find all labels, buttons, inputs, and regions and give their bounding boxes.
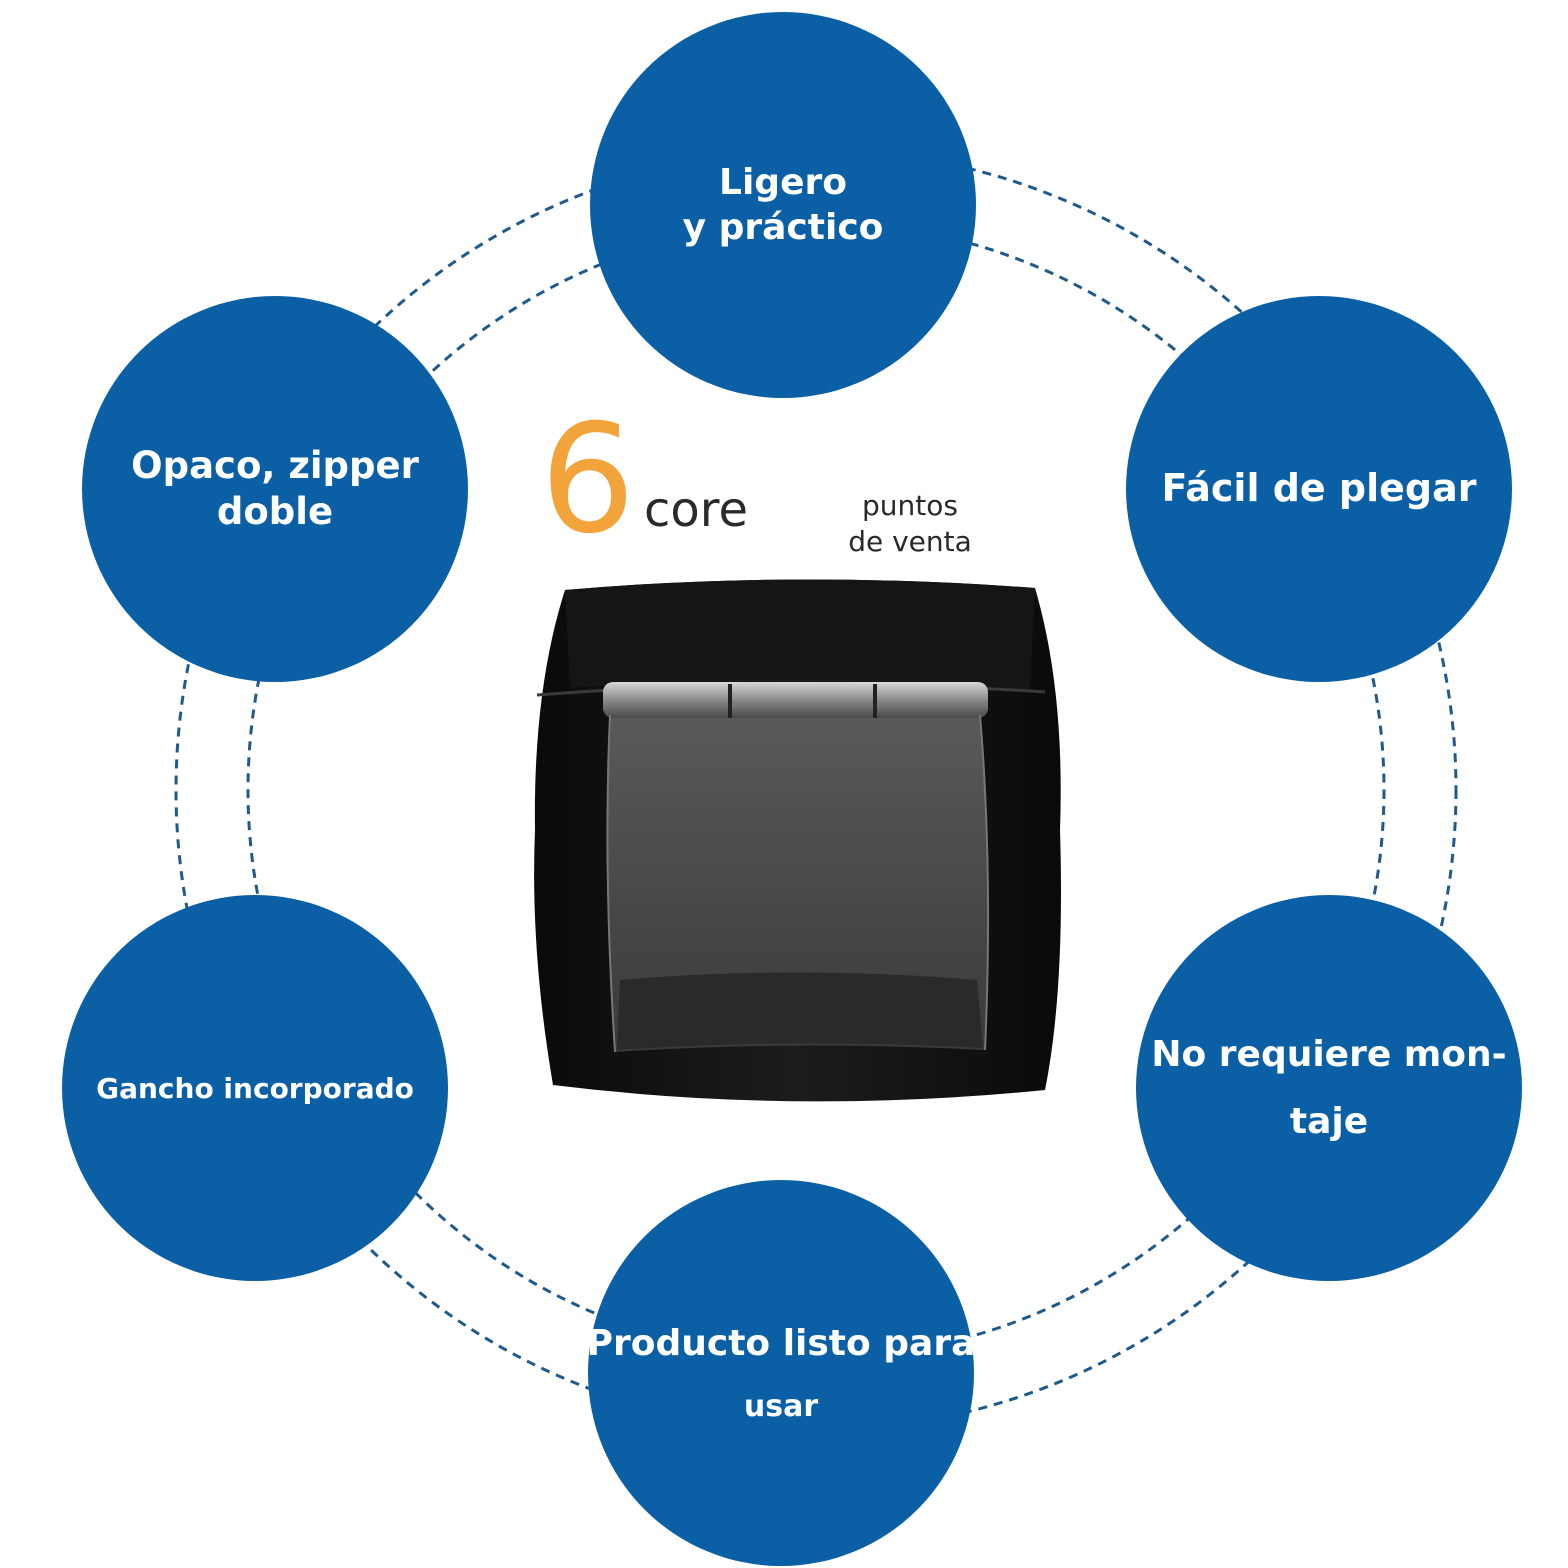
feature-text: y práctico: [682, 207, 884, 248]
headline-word: core: [644, 482, 748, 538]
feature-text: Gancho incorporado: [96, 1071, 414, 1105]
headline-caption: puntos de venta: [830, 488, 990, 561]
feature-text: No requiere mon-: [1151, 1034, 1507, 1075]
feature-text: Producto listo para: [586, 1322, 976, 1364]
feature-text: Opaco, zipper: [131, 443, 419, 487]
feature-text: Fácil de plegar: [1161, 466, 1477, 511]
feature-bubble-built-in-hook: Gancho incorporado: [62, 895, 448, 1281]
feature-text: usar: [743, 1388, 819, 1424]
feature-text: taje: [1289, 1101, 1369, 1142]
caption-line: de venta: [848, 525, 972, 559]
pop-up-tent-image: [534, 579, 1061, 1102]
caption-line: puntos: [862, 489, 958, 522]
feature-bubble-opaque-zipper: Opaco, zipper doble: [82, 296, 468, 682]
feature-bubble-ready-to-use: Producto listo para usar: [586, 1180, 976, 1566]
feature-bubble-lightweight: Ligero y práctico: [590, 12, 976, 398]
feature-text: doble: [216, 490, 334, 533]
feature-bubble-easy-fold: Fácil de plegar: [1126, 296, 1512, 682]
headline-number: 6: [540, 393, 636, 567]
feature-bubble-no-assembly: No requiere mon- taje: [1136, 895, 1522, 1281]
feature-text: Ligero: [719, 162, 847, 203]
